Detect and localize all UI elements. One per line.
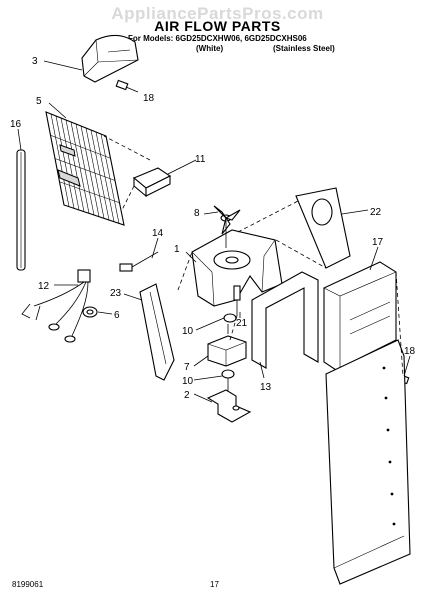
part-7-fan-motor[interactable] bbox=[207, 324, 247, 367]
part-22-air-duct[interactable] bbox=[295, 187, 351, 269]
air-tower-panel bbox=[325, 339, 411, 585]
callout-23: 23 bbox=[110, 288, 122, 299]
page-title: AIR FLOW PARTS bbox=[154, 18, 281, 34]
callout-17: 17 bbox=[372, 237, 384, 248]
part-12-wire-harness[interactable] bbox=[21, 269, 91, 343]
callout-10-lower: 10 bbox=[182, 376, 194, 387]
part-14-thermistor[interactable] bbox=[119, 251, 159, 272]
part-11-bracket[interactable] bbox=[132, 167, 172, 198]
callout-5: 5 bbox=[36, 96, 42, 107]
part-1-fan-housing[interactable] bbox=[191, 229, 283, 307]
callout-6: 6 bbox=[114, 310, 120, 321]
callout-2: 2 bbox=[184, 390, 190, 401]
model-numbers: For Models: 6GD25DCXHW06, 6GD25DCXHS06 bbox=[128, 34, 307, 43]
watermark: AppliancePartsPros.com bbox=[111, 4, 324, 23]
assembly-lines bbox=[103, 135, 404, 377]
callout-18-upper: 18 bbox=[143, 93, 155, 104]
document-number: 8199061 bbox=[12, 580, 44, 589]
callout-22: 22 bbox=[370, 207, 382, 218]
callout-7: 7 bbox=[184, 362, 190, 373]
callout-labels: 3 18 5 16 11 8 22 17 14 1 12 6 23 10 21 … bbox=[10, 56, 416, 401]
part-16-foam-strip[interactable] bbox=[16, 149, 26, 271]
callout-11: 11 bbox=[195, 154, 206, 165]
part-17-rear-panel[interactable] bbox=[323, 261, 397, 371]
callout-14: 14 bbox=[152, 228, 164, 239]
part-3-duct-cover[interactable] bbox=[81, 34, 139, 83]
callout-16: 16 bbox=[10, 119, 22, 130]
part-23-duct-seal[interactable] bbox=[139, 283, 175, 381]
callout-13: 13 bbox=[260, 382, 272, 393]
callout-18-lower: 18 bbox=[404, 346, 416, 357]
callout-1: 1 bbox=[174, 244, 180, 255]
callout-21: 21 bbox=[236, 318, 248, 329]
callout-12: 12 bbox=[38, 281, 50, 292]
part-8-fan-blade[interactable] bbox=[213, 205, 241, 248]
variant-steel-label: (Stainless Steel) bbox=[273, 44, 335, 53]
page-number: 17 bbox=[210, 580, 219, 589]
callout-8: 8 bbox=[194, 208, 200, 219]
part-21-shaft[interactable] bbox=[233, 285, 241, 316]
part-6-grommet[interactable] bbox=[82, 306, 98, 318]
part-18-screw-upper[interactable] bbox=[115, 79, 139, 93]
callout-leaders bbox=[17, 60, 411, 403]
part-5-evaporator-grille[interactable] bbox=[45, 111, 125, 226]
variant-white-label: (White) bbox=[196, 44, 224, 53]
callout-3: 3 bbox=[32, 56, 38, 67]
part-2-motor-bracket[interactable] bbox=[206, 389, 252, 423]
part-10-washer-upper[interactable] bbox=[223, 313, 237, 323]
callout-10-upper: 10 bbox=[182, 326, 194, 337]
part-13-gasket[interactable] bbox=[251, 271, 319, 369]
